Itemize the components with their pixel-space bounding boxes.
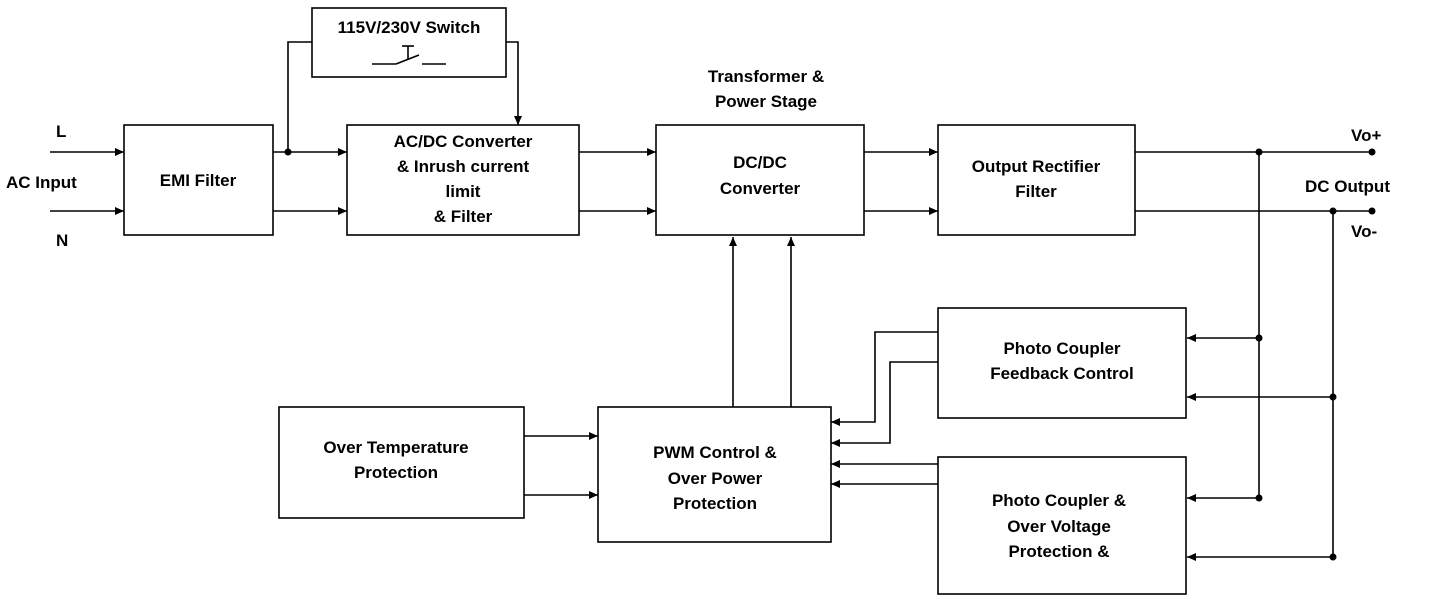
wire-switch-out (506, 41, 522, 125)
free-labels: L AC Input N Transformer & Power Stage V… (6, 67, 1390, 250)
label-vo-plus: Vo+ (1351, 126, 1381, 145)
dcdc-label-1: DC/DC (733, 153, 787, 172)
dcdc-label-2: Converter (720, 179, 801, 198)
label-vo-minus: Vo- (1351, 222, 1377, 241)
block-output-rectifier: Output Rectifier Filter (937, 124, 1136, 236)
terminal-vo-minus (1368, 207, 1376, 215)
acdc-label-2: & Inrush current (397, 157, 530, 176)
junction-dot (1255, 334, 1263, 342)
block-over-voltage-protection: Photo Coupler & Over Voltage Protection … (937, 456, 1187, 595)
label-l: L (56, 122, 66, 141)
acdc-label-1: AC/DC Converter (394, 132, 533, 151)
block-over-temperature: Over Temperature Protection (278, 406, 525, 519)
ovp-label-2: Over Voltage (1007, 517, 1111, 536)
wire-feedback-pwm-b (831, 361, 938, 447)
label-dc-output: DC Output (1305, 177, 1390, 196)
block-feedback-control: Photo Coupler Feedback Control (937, 307, 1187, 419)
feedback-label-1: Photo Coupler (1003, 339, 1120, 358)
wires (50, 41, 1372, 561)
acdc-label-4: & Filter (434, 207, 493, 226)
pwm-label-3: Protection (673, 494, 757, 513)
rectifier-label-1: Output Rectifier (972, 157, 1101, 176)
terminal-vo-plus (1368, 148, 1376, 156)
label-transformer-2: Power Stage (715, 92, 817, 111)
block-voltage-switch: 115V/230V Switch (311, 7, 507, 78)
label-n: N (56, 231, 68, 250)
junction-dot (1329, 553, 1337, 561)
emi-label: EMI Filter (160, 171, 237, 190)
block-dcdc-converter: DC/DC Converter (655, 124, 865, 236)
block-emi-filter: EMI Filter (123, 124, 274, 236)
junction-dot (1329, 207, 1337, 215)
junctions (284, 148, 1376, 561)
label-ac-input: AC Input (6, 173, 77, 192)
rectifier-label-2: Filter (1015, 182, 1057, 201)
pwm-label-1: PWM Control & (653, 443, 777, 462)
pwm-label-2: Over Power (668, 469, 763, 488)
switch-label: 115V/230V Switch (338, 18, 481, 37)
junction-dot (1255, 148, 1263, 156)
acdc-label-3: limit (446, 182, 481, 201)
otp-label-1: Over Temperature (323, 438, 468, 457)
label-transformer-1: Transformer & (708, 67, 824, 86)
junction-dot (1329, 393, 1337, 401)
wire-switch-in (287, 41, 312, 152)
switch-symbol-icon (372, 45, 446, 65)
feedback-label-2: Feedback Control (990, 364, 1134, 383)
ovp-label-3: Protection & (1008, 542, 1109, 561)
junction-dot (284, 148, 292, 156)
junction-dot (1255, 494, 1263, 502)
block-pwm-control: PWM Control & Over Power Protection (597, 406, 832, 543)
ovp-label-1: Photo Coupler & (992, 491, 1126, 510)
otp-label-2: Protection (354, 463, 438, 482)
wire-feedback-pwm-a (831, 331, 938, 426)
block-acdc-converter: AC/DC Converter & Inrush current limit &… (346, 124, 580, 236)
